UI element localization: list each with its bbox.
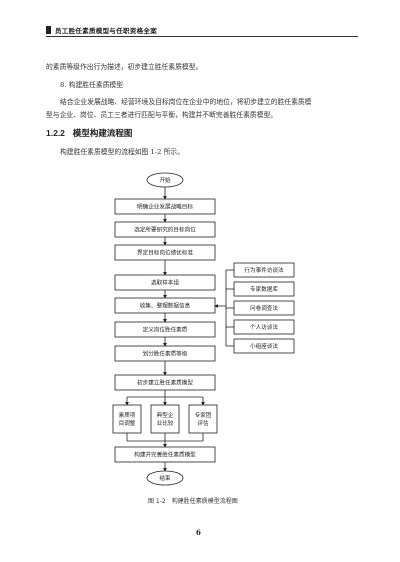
paragraph-line: 结合企业发展战略、经营环境及目标岗位在企业中的地位，将初步建立的胜任素质模 <box>60 98 312 106</box>
branch-label: 素质项 <box>119 411 136 419</box>
method-label: 小组座谈法 <box>250 342 278 350</box>
figure-caption: 图 1-2 构建胜任素质模型流程图 <box>148 498 238 505</box>
step-label: 收集、整理数据信息 <box>140 302 191 310</box>
section-number: 1.2.2 <box>46 128 65 138</box>
step-label: 界定目标岗位绩优标准 <box>137 249 193 257</box>
end-terminal <box>146 470 184 486</box>
method-label: 问卷调查法 <box>250 304 278 312</box>
method-label: 专家数据库 <box>250 285 278 293</box>
method-label: 个人访谈法 <box>250 323 278 331</box>
end-label: 结束 <box>159 474 171 482</box>
section-heading: 1.2.2 模型构建流程图 <box>46 127 132 139</box>
paragraph-line: 型与企业、岗位、员工三者进行匹配与平衡，构建并不断完善胜任素质模型。 <box>46 111 278 119</box>
step-label: 选定所要研究的目标岗位 <box>134 226 196 234</box>
branch-box <box>188 404 218 434</box>
branch-label: 评估 <box>197 419 209 427</box>
section-title: 模型构建流程图 <box>72 129 133 139</box>
item-8-heading: 8. 构建胜任素质模型 <box>60 81 124 89</box>
branch-label: 专家团 <box>195 411 212 419</box>
branch-box <box>150 404 180 434</box>
running-header: 员工胜任素质模型与任职资格全案 <box>46 26 358 37</box>
step-label: 明确企业发展战略目标 <box>137 203 193 211</box>
method-label: 行为事件访谈法 <box>244 266 284 274</box>
final-step-label: 构建并完善胜任素质模型 <box>134 451 196 459</box>
start-label: 开始 <box>159 176 171 184</box>
page-number: 6 <box>196 528 201 537</box>
step-label: 初步建立胜任素质模型 <box>137 379 193 387</box>
intro-line: 构建胜任素质模型的流程如图 1-2 所示。 <box>60 148 185 156</box>
branch-label: 目调整 <box>119 419 136 427</box>
step-label: 选取样本组 <box>151 279 179 287</box>
step-label: 定义岗位胜任素质 <box>143 326 188 334</box>
branch-label: 典型企 <box>157 411 174 419</box>
body-line-1: 的素质等级作出行为描述，初步建立胜任素质模型。 <box>46 63 203 71</box>
step-label: 划分胜任素质等级 <box>143 350 188 358</box>
branch-box <box>112 404 142 434</box>
branch-label: 业比较 <box>157 419 174 427</box>
header-title: 员工胜任素质模型与任职资格全案 <box>55 27 157 35</box>
header-mark <box>46 26 51 34</box>
